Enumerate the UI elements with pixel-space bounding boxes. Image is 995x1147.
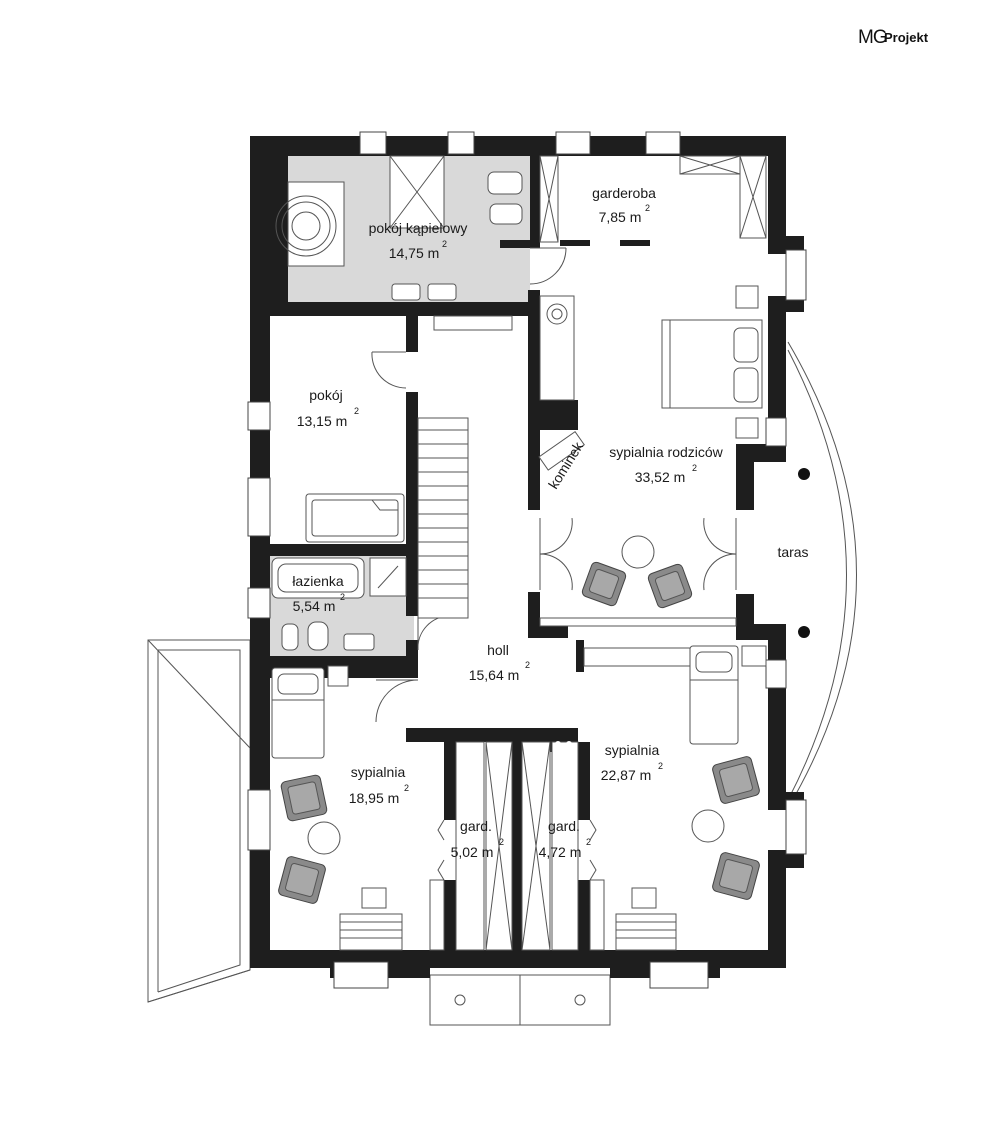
doors bbox=[371, 247, 737, 881]
room-area: 22,87 m bbox=[601, 767, 652, 783]
terrace-label: taras bbox=[777, 544, 808, 560]
room-area: 5,02 m bbox=[451, 844, 494, 860]
room-area: 4,72 m bbox=[539, 844, 582, 860]
area-unit-exponent: 2 bbox=[354, 406, 359, 416]
room-name: gard. bbox=[460, 818, 492, 834]
bathroom-furniture bbox=[275, 155, 523, 331]
parents-bedroom-furniture bbox=[538, 285, 763, 627]
area-unit-exponent: 2 bbox=[586, 837, 591, 847]
washroom-furniture bbox=[271, 557, 407, 651]
area-unit-exponent: 2 bbox=[658, 761, 663, 771]
room-name: łazienka bbox=[292, 573, 344, 589]
room-name: sypialnia rodziców bbox=[609, 444, 723, 460]
windows bbox=[247, 131, 807, 989]
room-furniture bbox=[305, 493, 405, 543]
room-name: gard. bbox=[548, 818, 580, 834]
room-name: sypialnia bbox=[605, 742, 660, 758]
area-unit-exponent: 2 bbox=[442, 239, 447, 249]
room-area: 14,75 m bbox=[389, 245, 440, 261]
logo-brand: MG bbox=[858, 27, 887, 48]
area-unit-exponent: 2 bbox=[404, 783, 409, 793]
room-name: sypialnia bbox=[351, 764, 406, 780]
room-name: pokój kąpielowy bbox=[369, 220, 468, 236]
room-area: 33,52 m bbox=[635, 469, 686, 485]
staircase bbox=[417, 417, 469, 619]
terrace-column bbox=[798, 468, 810, 480]
logo-suffix: Projekt bbox=[884, 30, 929, 45]
area-unit-exponent: 2 bbox=[499, 837, 504, 847]
left-bedroom-furniture bbox=[271, 665, 403, 951]
walk-in-closets-furniture bbox=[429, 741, 605, 951]
room-area: 15,64 m bbox=[469, 667, 520, 683]
wardrobe-furniture bbox=[539, 155, 767, 243]
room-area: 7,85 m bbox=[599, 209, 642, 225]
room-name: holl bbox=[487, 642, 509, 658]
area-unit-exponent: 2 bbox=[645, 203, 650, 213]
company-logo: MG Projekt bbox=[858, 27, 929, 48]
area-unit-exponent: 2 bbox=[692, 463, 697, 473]
terrace-column bbox=[798, 626, 810, 638]
terrace-outline bbox=[787, 341, 857, 809]
room-area: 18,95 m bbox=[349, 790, 400, 806]
room-area: 5,54 m bbox=[293, 598, 336, 614]
right-bedroom-furniture bbox=[583, 645, 767, 951]
garage-roof bbox=[147, 639, 251, 1003]
room-area: 13,15 m bbox=[297, 413, 348, 429]
room-name: garderoba bbox=[592, 185, 656, 201]
area-unit-exponent: 2 bbox=[525, 660, 530, 670]
porch bbox=[429, 974, 611, 1026]
area-unit-exponent: 2 bbox=[340, 592, 345, 602]
room-name: pokój bbox=[309, 387, 342, 403]
